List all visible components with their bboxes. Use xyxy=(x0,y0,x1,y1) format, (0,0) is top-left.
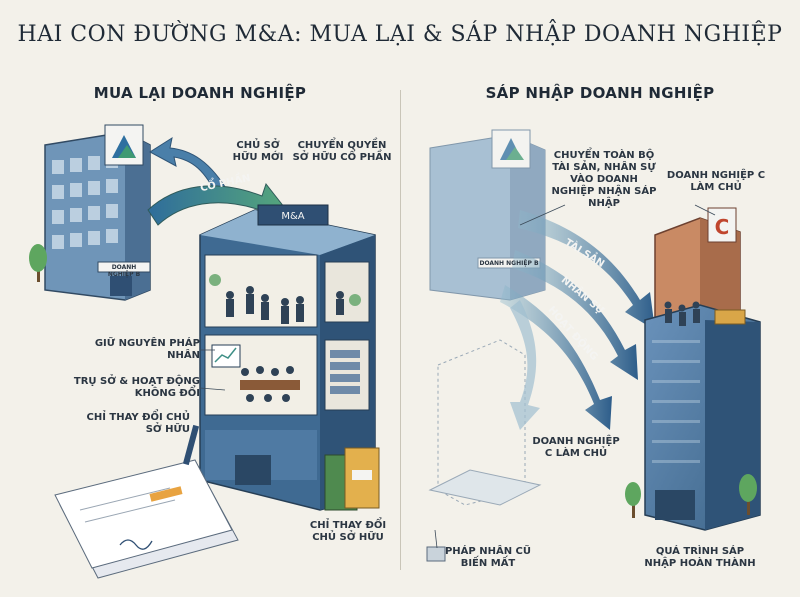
label-new-owner: CHỦ SỞ HỮU MỚI xyxy=(232,140,284,163)
label-transfer-shares: CHUYỂN QUYỀN SỞ HỮU CỔ PHẦN xyxy=(292,140,392,163)
document-stack xyxy=(54,424,239,579)
label-transfer-all: CHUYỂN TOÀN BỘ TÀI SẢN, NHÂN SỰ VÀO DOAN… xyxy=(551,150,657,209)
c-logo: C xyxy=(715,215,730,239)
trees-right xyxy=(625,474,757,518)
ma-sign: M&A xyxy=(281,211,304,222)
label-hq-unchanged: TRỤ SỞ & HOẠT ĐỘNG KHÔNG ĐỔI xyxy=(73,376,200,399)
page-title: HAI CON ĐƯỜNG M&A: MUA LẠI & SÁP NHẬP DO… xyxy=(17,22,783,47)
tree-left xyxy=(29,244,47,282)
label-only-owner-doc: CHỈ THAY ĐỔI CHỦ SỞ HỮU xyxy=(86,412,190,435)
label-c-owner-mid: DOANH NGHIỆP C LÀM CHỦ xyxy=(532,436,620,459)
label-c-owner-top: DOANH NGHIỆP C LÀM CHỦ xyxy=(666,170,766,193)
ownership-arrow-back xyxy=(149,136,231,199)
folders xyxy=(324,447,380,511)
building-b-sign: DOANH NGHIỆP B xyxy=(107,264,141,278)
arrow-vanish xyxy=(510,300,540,430)
ghost-building xyxy=(426,339,542,562)
arrow-ops xyxy=(500,285,612,430)
label-keep-entity: GIỮ NGUYÊN PHÁP NHÂN xyxy=(94,338,200,361)
building-acquired: M&A xyxy=(199,204,376,511)
acquisition-heading: MUA LẠI DOANH NGHIỆP xyxy=(93,84,307,102)
label-only-owner-folder: CHỈ THAY ĐỔI CHỦ SỞ HỮU xyxy=(309,520,387,543)
center-divider xyxy=(400,90,401,570)
label-merger-done: QUÁ TRÌNH SÁP NHẬP HOÀN THÀNH xyxy=(644,546,756,569)
old-building-sign: DOANH NGHIỆP B xyxy=(479,260,539,267)
merger-heading: SÁP NHẬP DOANH NGHIỆP xyxy=(485,84,715,102)
arrow-staff xyxy=(512,250,638,380)
arrow-assets xyxy=(518,210,655,330)
building-b xyxy=(44,124,151,301)
label-old-entity: PHÁP NHÂN CŨ BIẾN MẤT xyxy=(444,546,532,569)
